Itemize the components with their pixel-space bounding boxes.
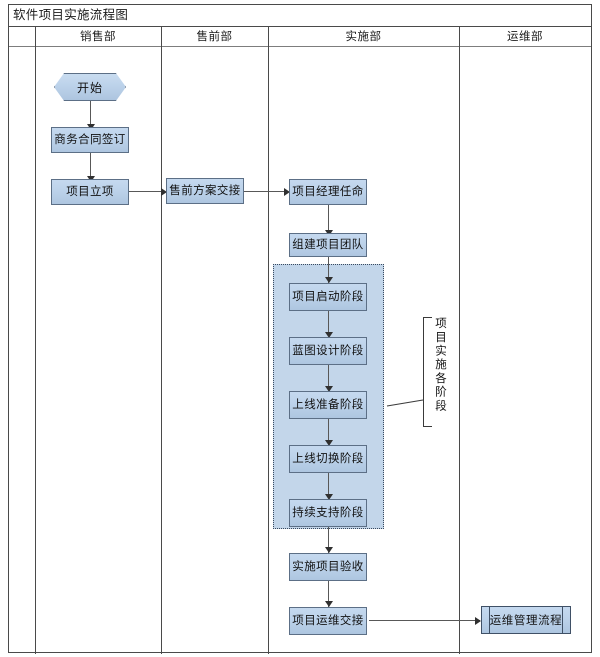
annotation-label: 项目实施各阶段 <box>434 317 446 413</box>
connector-start-to-contract <box>90 101 92 127</box>
connector-prep-to-cutover <box>328 419 330 444</box>
node-project-acceptance[interactable]: 实施项目验收 <box>289 553 367 581</box>
arrowhead-acceptance <box>324 547 333 553</box>
connector-blueprint-to-prep <box>328 365 330 390</box>
lane-header-implementation: 实施部 <box>345 31 382 43</box>
connector-team-to-kickoff <box>328 257 330 283</box>
lane-header-sales: 销售部 <box>80 31 116 43</box>
node-ops-management-process[interactable]: 运维管理流程 <box>481 606 571 634</box>
title-row: 软件项目实施流程图 <box>9 5 591 27</box>
connector-support-to-acceptance <box>328 527 330 553</box>
node-phase-support[interactable]: 持续支持阶段 <box>289 499 367 527</box>
swimlane-header-row: 销售部 售前部 实施部 运维部 <box>9 27 591 47</box>
lane-separator-1 <box>161 27 162 654</box>
lane-separator-3 <box>459 27 460 654</box>
lane-separator-2 <box>268 27 269 654</box>
page-title: 软件项目实施流程图 <box>13 8 129 22</box>
connector-cutover-to-support <box>328 473 330 498</box>
connector-contract-to-init <box>90 153 92 179</box>
arrowhead-kickoff <box>324 277 333 283</box>
arrowhead-blueprint <box>324 332 333 338</box>
arrowhead-ops-process <box>475 616 481 625</box>
annotation-leader-line <box>386 399 424 407</box>
node-phase-blueprint[interactable]: 蓝图设计阶段 <box>289 337 367 365</box>
diagram-frame: 软件项目实施流程图 销售部 售前部 实施部 运维部 <box>8 4 592 654</box>
node-presales-handover[interactable]: 售前方案交接 <box>166 178 244 204</box>
arrowhead-presales <box>161 187 167 196</box>
arrowhead-handover <box>324 601 333 607</box>
arrowhead-support <box>324 494 333 500</box>
connector-kickoff-to-blueprint <box>328 311 330 336</box>
node-phase-cutover[interactable]: 上线切换阶段 <box>289 445 367 473</box>
connector-handover-to-ops <box>369 620 480 622</box>
lane-header-presales: 售前部 <box>196 31 233 43</box>
connector-pm-to-team <box>328 205 330 233</box>
annotation-bracket <box>423 317 432 427</box>
node-project-initiation[interactable]: 项目立项 <box>51 179 129 205</box>
arrowhead-pm <box>284 187 290 196</box>
connector-acceptance-to-handover <box>328 581 330 607</box>
node-business-contract[interactable]: 商务合同签订 <box>51 127 129 153</box>
node-ops-handover[interactable]: 项目运维交接 <box>289 607 367 635</box>
connector-presales-to-pm <box>244 191 288 193</box>
node-build-team[interactable]: 组建项目团队 <box>289 233 367 257</box>
node-pm-appointment[interactable]: 项目经理任命 <box>289 179 367 205</box>
connector-init-to-presales <box>129 191 165 193</box>
node-phase-golive-prep[interactable]: 上线准备阶段 <box>289 391 367 419</box>
lane-separator-0 <box>35 27 36 654</box>
arrowhead-prep <box>324 386 333 392</box>
node-phase-kickoff[interactable]: 项目启动阶段 <box>289 283 367 311</box>
lane-header-operations: 运维部 <box>507 31 543 43</box>
node-start[interactable]: 开始 <box>54 73 126 101</box>
arrowhead-cutover <box>324 440 333 446</box>
